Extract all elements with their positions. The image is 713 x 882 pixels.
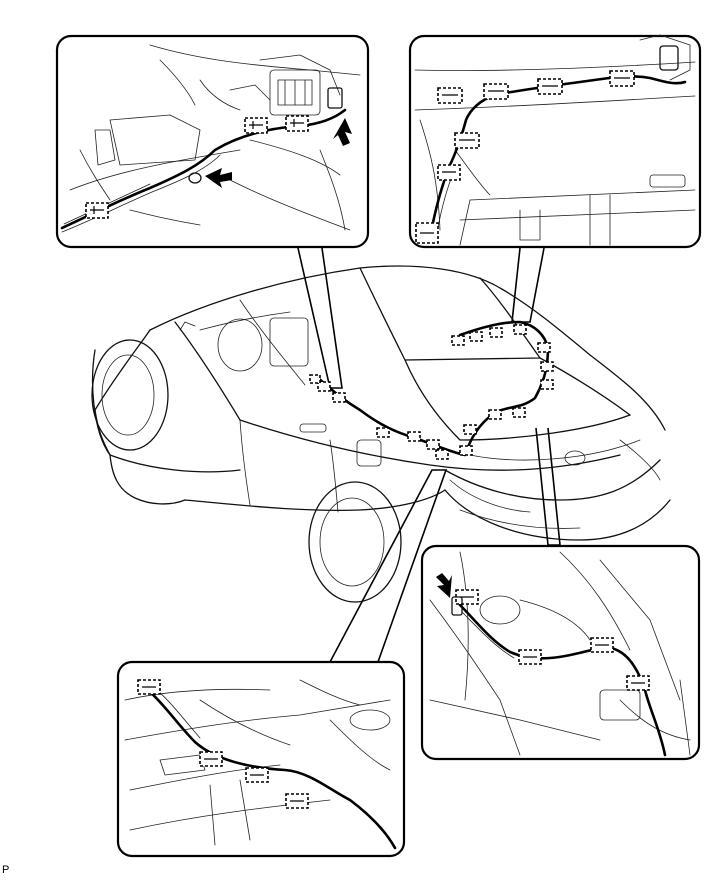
panel2-clips xyxy=(415,70,635,244)
panel3-arrow xyxy=(436,573,452,598)
panel-trunk-side xyxy=(420,544,701,761)
page-code-label: P xyxy=(2,864,10,876)
car-body xyxy=(91,265,671,603)
car-harness xyxy=(316,320,550,457)
panel-floor-center xyxy=(116,660,406,858)
car-clips xyxy=(309,324,554,460)
panel4-clips xyxy=(137,679,309,809)
callout-lines xyxy=(297,247,561,663)
panel1-clips xyxy=(85,115,309,219)
panel1-arrows xyxy=(205,118,352,188)
panel-front-interior xyxy=(55,34,370,249)
panel-roof-rear xyxy=(408,34,702,249)
